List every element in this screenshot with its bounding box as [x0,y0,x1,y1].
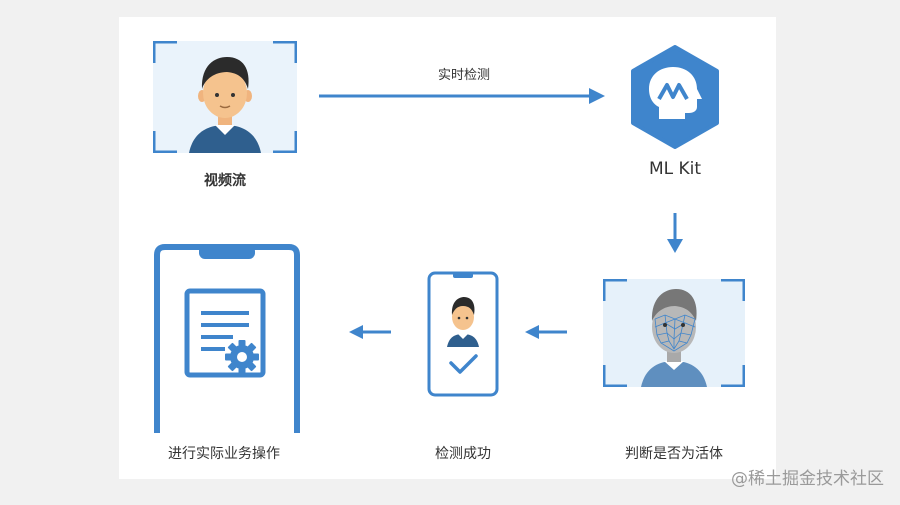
label-business-ops: 进行实际业务操作 [168,446,280,462]
arrow-down-icon [667,213,683,253]
ml-kit-logo-icon [631,45,719,149]
liveness-scan-node [603,279,745,387]
arrow-right-icon [319,88,605,104]
label-liveness-judge: 判断是否为活体 [625,446,723,462]
video-stream-node [153,41,297,153]
phone-document-settings-icon [154,244,300,433]
diagram-canvas: 视频流 实时检测 ML Kit [119,17,776,479]
watermark: @稀土掘金技术社区 [731,469,884,489]
phone-success-icon [427,271,499,397]
face-mesh-frame-icon [603,279,745,387]
label-ml-kit: ML Kit [648,159,702,179]
face-frame-icon [153,41,297,153]
arrow-left-icon [525,325,567,339]
edge-label-realtime-detect: 实时检测 [437,68,490,83]
label-video-stream: 视频流 [204,173,246,189]
arrow-left-icon [349,325,391,339]
label-detect-success: 检测成功 [435,446,491,462]
